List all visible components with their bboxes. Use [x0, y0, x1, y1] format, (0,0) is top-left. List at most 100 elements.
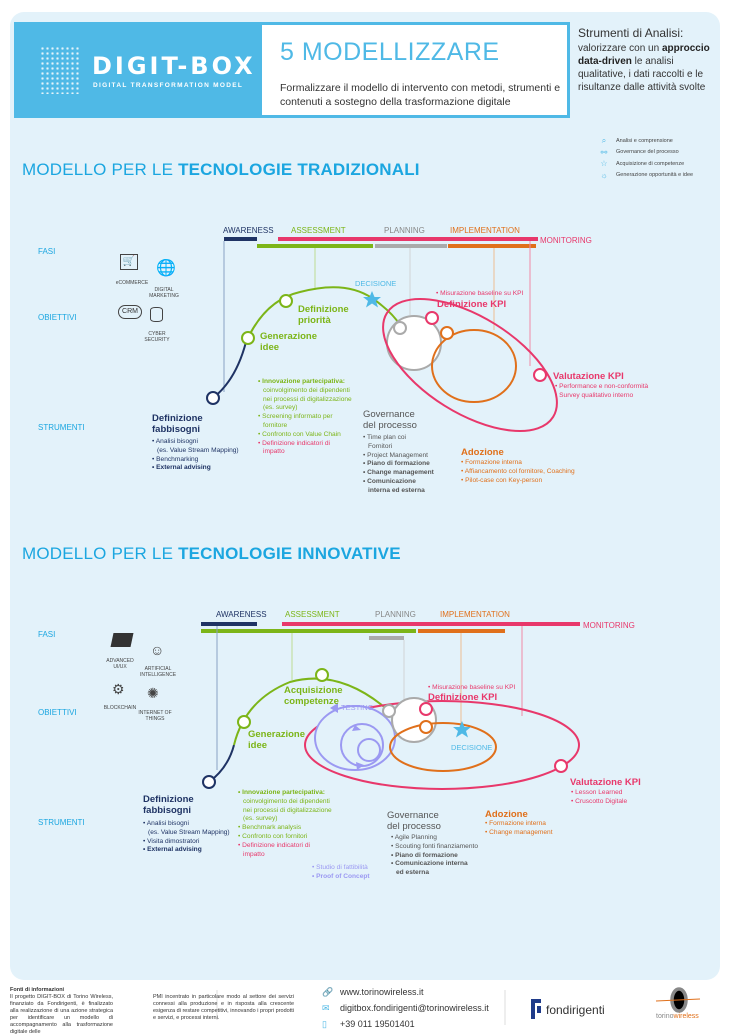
phase-planning: PLANNING [375, 610, 416, 619]
decision-star-icon [453, 721, 471, 738]
list-item: Confronto con Value Chain [258, 431, 352, 440]
list-item: Piano di formazione [363, 460, 434, 469]
list-item: Survey qualitativo interno [555, 392, 648, 401]
innov-diagram [201, 622, 580, 790]
blockchain-label: BLOCKCHAIN [103, 705, 137, 711]
kpi-def-title: Definizione KPI [428, 692, 498, 703]
kpi-def-list: Misurazione baseline su KPI [428, 684, 515, 693]
node-priorita [279, 294, 293, 308]
list-item: Definizione indicatori di [238, 842, 332, 851]
legend-item: ⚯Governance del processo [598, 147, 693, 159]
email-text[interactable]: digitbox.fondirigenti@torinowireless.it [340, 1003, 489, 1013]
bar-monitoring [278, 237, 538, 241]
list-item: Comunicazione [363, 478, 434, 487]
background-panel [10, 12, 720, 980]
kpi-val-list: Performance e non-conformitàSurvey quali… [555, 383, 648, 401]
phase-awareness: AWARENESS [223, 226, 274, 235]
list-item: Screening informato per [258, 413, 352, 422]
fabbisogni-title: Definizione fabbisogni [152, 413, 203, 435]
list-item: ed esterna [396, 869, 429, 877]
uiux-label: ADVANCED UI/UX [106, 658, 134, 670]
list-item: Definizione indicatori di [258, 440, 352, 449]
phase-implementation: IMPLEMENTATION [450, 226, 520, 235]
testing-list: Studio di fattibilitàProof of Concept [312, 864, 369, 882]
legend-label: Analisi e comprensione [616, 137, 673, 144]
blockchain-lock-icon: ⚙ [112, 681, 125, 697]
phase-monitoring: MONITORING [583, 621, 635, 630]
list-item: Affiancamento col fornitore, Coaching [461, 468, 575, 477]
list-item: Pilot-case con Key-person [461, 477, 575, 486]
sources-text: Il progetto DIGIT-BOX di Torino Wireless… [10, 994, 113, 1035]
sources-text-2: PMI incentrato in particolare modo al se… [153, 994, 294, 1021]
list-item: Benchmark analysis [238, 824, 332, 833]
crm-label: CRM [122, 308, 138, 315]
list-item: (es. survey) [243, 815, 278, 823]
phone-text[interactable]: +39 011 19501401 [340, 1019, 415, 1029]
phase-monitoring: MONITORING [540, 236, 592, 245]
legend-item: ☆Acquisizione di competenze [598, 158, 693, 170]
governance-list: Agile PlanningScouting fonti finanziamen… [391, 834, 478, 878]
node-kpi-def [425, 311, 439, 325]
curve-navy [212, 341, 247, 399]
phone-link[interactable]: ▯ +39 011 19501401 [322, 1016, 489, 1032]
list-item: Misurazione baseline su KPI [436, 290, 523, 299]
bar-implementation [448, 244, 536, 248]
ecommerce-icon: 🛒 [120, 254, 138, 270]
list-item: Change management [363, 469, 434, 478]
governance-list: Time plan coiFornitoriProject Management… [363, 434, 434, 496]
kpi-def-list: Misurazione baseline su KPI [436, 290, 523, 299]
priorita-title: Definizione priorità [298, 304, 349, 326]
governance-title: Governance del processo [387, 810, 441, 832]
list-item: (es. survey) [263, 404, 298, 412]
cyber-label: CYBER SECURITY [144, 331, 170, 343]
bar-implementation [418, 629, 505, 633]
list-item: Proof of Concept [312, 873, 369, 882]
list-item: Cruscotto Digitale [571, 798, 627, 807]
node-governance [393, 321, 407, 335]
globe-marketing-icon: 🌐 [156, 260, 176, 277]
page-subtitle: Formalizzare il modello di intervento co… [280, 82, 561, 108]
website-link[interactable]: 🔗www.torinowireless.it [322, 984, 489, 1000]
marketing-label: DIGITAL MARKETING [149, 287, 179, 299]
kpi-val-list: Lesson LearnedCruscotto Digitale [571, 789, 627, 807]
advanced-uiux-icon [110, 633, 134, 647]
list-item: interna ed esterna [368, 486, 425, 494]
mail-icon: ✉ [322, 1002, 330, 1013]
idee-title: Generazione idee [248, 729, 306, 751]
list-item: Scouting fonti finanziamento [391, 843, 478, 852]
list-item: Formazione interna [461, 459, 575, 468]
legend-label: Governance del processo [616, 149, 679, 156]
node-kpi-def [419, 702, 433, 716]
list-item: nei processi di digitalizzazione [243, 806, 332, 814]
list-item: coinvolgimento dei dipendenti [243, 797, 330, 805]
list-item: (es. Value Stream Mapping) [148, 828, 230, 836]
title-b: TECNOLOGIE INNOVATIVE [178, 544, 401, 563]
bar-awareness [224, 237, 257, 241]
fondirigenti-logo: fondirigenti [546, 1003, 605, 1017]
kpi-def-title: Definizione KPI [437, 299, 507, 310]
adozione-list: Formazione internaAffiancamento col forn… [461, 459, 575, 485]
logo-text: DIGIT-BOX [92, 52, 256, 80]
list-item: Agile Planning [391, 834, 478, 843]
competenze-title: Acquisizione competenze [284, 685, 343, 707]
node-idee [241, 331, 255, 345]
email-link[interactable]: ✉ digitbox.fondirigenti@torinowireless.it [322, 1000, 489, 1016]
website-text[interactable]: www.torinowireless.it [340, 987, 424, 997]
idee-title: Generazione idee [260, 331, 318, 353]
phase-awareness: AWARENESS [216, 610, 267, 619]
list-item: Analisi bisogni [143, 820, 230, 829]
kpi-val-title: Valutazione KPI [553, 371, 624, 382]
fabbisogni-list: Analisi bisogni(es. Value Stream Mapping… [143, 820, 230, 855]
side-text: valorizzare con un approccio data-driven… [578, 42, 718, 94]
adozione-title: Adozione [461, 447, 504, 458]
governance-title: Governance del processo [363, 409, 417, 431]
legend-label: Acquisizione di competenze [616, 160, 685, 167]
pink-loop [304, 700, 580, 790]
crm-cloud-icon: CRM [118, 305, 142, 319]
list-item: Confronto con fornitori [238, 833, 332, 842]
node-governance [382, 704, 396, 718]
title-a: MODELLO PER LE [22, 160, 179, 179]
row-label-obiettivi: OBIETTIVI [38, 313, 77, 322]
phone-icon: ▯ [322, 1018, 327, 1029]
list-item: coinvolgimento dei dipendenti [263, 386, 350, 394]
